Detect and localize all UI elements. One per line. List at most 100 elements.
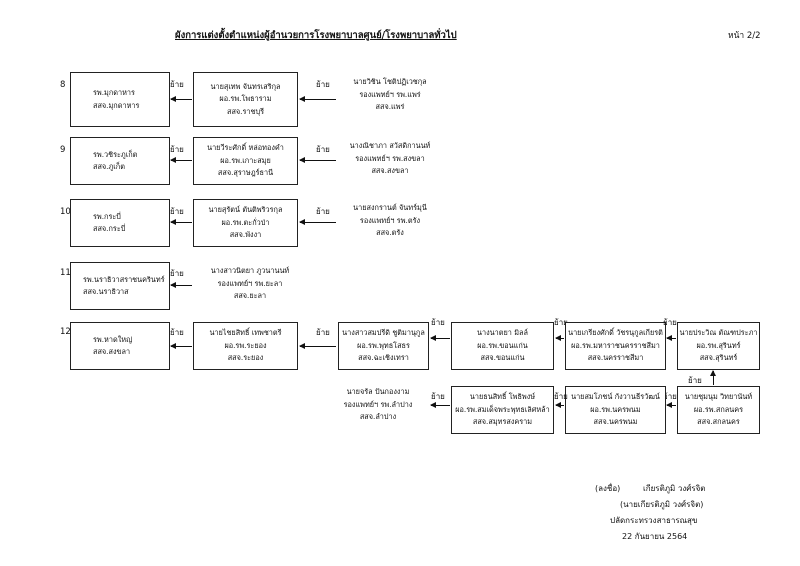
person-office: สสจ.สมุทรสงคราม xyxy=(472,417,533,427)
hospital-name: รพ.หาดใหญ่ xyxy=(93,334,133,344)
hospital-name: รพ.วชิระภูเก็ต xyxy=(93,149,138,159)
target-hospital-box: รพ.วชิระภูเก็ต สสจ.ภูเก็ต xyxy=(70,137,170,185)
person-position: ผอ.รพ.ระยอง xyxy=(224,340,267,350)
province-office: สสจ.กระบี่ xyxy=(93,224,126,233)
signatory-full-name: (นายเกียรติภูมิ วงศ์รจิต) xyxy=(620,500,704,509)
person-position: ผอ.รพ.ตะกั่วป่า xyxy=(221,217,270,227)
person-position: ผอ.รพ.พุทธโสธร xyxy=(357,340,410,350)
move-label: ย้าย xyxy=(170,269,184,278)
move-label: ย้าย xyxy=(663,318,677,327)
arrow-left xyxy=(170,343,192,349)
province-office: สสจ.สงขลา xyxy=(93,347,131,356)
person-name: นางสาวสมปรีดิ ชูติมานุกูล xyxy=(342,328,425,338)
person-name: นายจรัล ปันกองงาม xyxy=(346,387,410,396)
row-number: 11 xyxy=(60,268,71,278)
page-number: หน้า 2/2 xyxy=(728,31,761,41)
move-label: ย้าย xyxy=(170,207,184,216)
person-box: นายสุรัตน์ ตันติพริวรกุล ผอ.รพ.ตะกั่วป่า… xyxy=(193,199,298,247)
move-label: ย้าย xyxy=(170,328,184,337)
arrow-left xyxy=(170,96,192,102)
row-number: 12 xyxy=(60,327,71,337)
move-label: ย้าย xyxy=(170,145,184,154)
person-office: สสจ.ขอนแก่น xyxy=(480,353,525,363)
move-label: ย้าย xyxy=(316,80,330,89)
person-office: สสจ.สกลนคร xyxy=(697,417,740,427)
arrow-left xyxy=(666,335,676,341)
province-office: สสจ.ภูเก็ต xyxy=(93,162,125,171)
move-label: ย้าย xyxy=(554,392,568,401)
person-position: ผอ.รพ.สกลนคร xyxy=(693,404,744,414)
signed-label: (ลงชื่อ) xyxy=(595,484,621,493)
arrow-left xyxy=(299,219,336,225)
person-position: ผอ.รพ.สมเด็จพระพุทธเลิศหล้า xyxy=(455,404,550,414)
move-label: ย้าย xyxy=(316,328,330,337)
person-box: นางสาวสมปรีดิ ชูติมานุกูล ผอ.รพ.พุทธโสธร… xyxy=(338,322,429,370)
arrow-left xyxy=(299,96,336,102)
signed-date: 22 กันยายน 2564 xyxy=(622,532,688,541)
person-name: นายธนสิทธิ์ โพธิพงษ์ xyxy=(469,392,536,402)
signed-name: เกียรติภูมิ วงศ์รจิต xyxy=(643,484,706,493)
person-name: นางณิชาภา สวัสดิกานนท์ xyxy=(349,141,431,150)
person-position: ผอ.รพ.นครพนม xyxy=(590,404,641,414)
person-position: ผอ.รพ.สุรินทร์ xyxy=(696,340,741,350)
person-box: นายชุมนุม วิทยานันท์ ผอ.รพ.สกลนคร สสจ.สก… xyxy=(677,386,760,434)
person-entry: นายวิชิน โชติปฏิเวชกุล รองแพทย์ฯ รพ.แพร่… xyxy=(330,76,450,114)
person-office: สสจ.แพร่ xyxy=(375,102,405,111)
move-label: ย้าย xyxy=(554,318,568,327)
person-box: นายประวิณ ตัณฑประภา ผอ.รพ.สุรินทร์ สสจ.ส… xyxy=(677,322,760,370)
person-office: สสจ.ฉะเชิงเทรา xyxy=(358,353,409,363)
person-office: สสจ.สุราษฎร์ธานี xyxy=(217,168,274,178)
person-office: สสจ.ราชบุรี xyxy=(226,106,265,116)
person-name: นายวีระศักดิ์ หล่อทองคำ xyxy=(207,143,284,153)
arrow-left xyxy=(430,335,450,341)
hospital-name: รพ.นราธิวาสราชนครินทร์ xyxy=(83,274,165,284)
arrow-left xyxy=(170,157,192,163)
person-box: นายสุเทพ จันทรเสริกุล ผอ.รพ.โพธาราม สสจ.… xyxy=(193,72,298,127)
person-entry: นางณิชาภา สวัสดิกานนท์ รองแพทย์ฯ รพ.สงขล… xyxy=(330,140,450,178)
person-entry: นายสงกรานต์ จันทร์มุนี รองแพทย์ฯ รพ.ตรัง… xyxy=(330,202,450,240)
person-name: นายสุรัตน์ ตันติพริวรกุล xyxy=(208,205,283,215)
target-hospital-box: รพ.นราธิวาสราชนครินทร์ สสจ.นราธิวาส xyxy=(70,262,170,310)
move-label: ย้าย xyxy=(431,392,445,401)
move-label: ย้าย xyxy=(431,318,445,327)
signatory-position: ปลัดกระทรวงสาธารณสุข xyxy=(610,516,698,525)
hospital-name: รพ.กระบี่ xyxy=(93,211,121,221)
person-box: นางนาตยา มิลล์ ผอ.รพ.ขอนแก่น สสจ.ขอนแก่น xyxy=(451,322,554,370)
person-office: สสจ.ยะลา xyxy=(233,291,267,300)
person-office: สสจ.ลำปาง xyxy=(359,412,397,421)
arrow-left xyxy=(666,402,676,408)
person-position: ผอ.รพ.มหาราชนครราชสีมา xyxy=(571,340,660,350)
arrow-left xyxy=(299,157,336,163)
page-title: ผังการแต่งตั้งตำแหน่งผู้อำนวยการโรงพยาบา… xyxy=(175,30,457,41)
person-box: นายเกรียงศักดิ์ วัชรนุกูลเกียรติ ผอ.รพ.ม… xyxy=(565,322,666,370)
person-name: นายชุมนุม วิทยานันท์ xyxy=(684,392,753,402)
arrow-left xyxy=(555,402,564,408)
person-position: ผอ.รพ.โพธาราม xyxy=(219,94,272,104)
row-number: 10 xyxy=(60,207,71,217)
person-name: นางนาตยา มิลล์ xyxy=(477,328,528,338)
person-box: นายวีระศักดิ์ หล่อทองคำ ผอ.รพ.เกาะสมุย ส… xyxy=(193,137,298,185)
person-box: นายสมโภชน์ กังวานธีรวัฒน์ ผอ.รพ.นครพนม ส… xyxy=(565,386,666,434)
target-hospital-box: รพ.มุกดาหาร สสจ.มุกดาหาร xyxy=(70,72,170,127)
arrow-up xyxy=(710,370,716,385)
province-office: สสจ.นราธิวาส xyxy=(83,287,129,296)
person-box: นายไชยสิทธิ์ เทพชาตรี ผอ.รพ.ระยอง สสจ.ระ… xyxy=(193,322,298,370)
person-office: สสจ.พังงา xyxy=(229,230,262,240)
arrow-left xyxy=(170,282,192,288)
person-office: สสจ.สุรินทร์ xyxy=(699,353,738,363)
person-position: รองแพทย์ฯ รพ.ตรัง xyxy=(359,215,421,225)
hospital-name: รพ.มุกดาหาร xyxy=(93,88,135,97)
target-hospital-box: รพ.กระบี่ สสจ.กระบี่ xyxy=(70,199,170,247)
person-name: นางสาวนิตยา ภูวนานนท์ xyxy=(210,266,290,275)
row-number: 9 xyxy=(60,145,66,155)
person-position: รองแพทย์ฯ รพ.ลำปาง xyxy=(343,399,413,409)
province-office: สสจ.มุกดาหาร xyxy=(93,100,140,110)
person-name: นายสุเทพ จันทรเสริกุล xyxy=(210,81,281,91)
person-position: ผอ.รพ.เกาะสมุย xyxy=(220,155,271,165)
row-number: 8 xyxy=(60,80,66,90)
person-name: นายไชยสิทธิ์ เทพชาตรี xyxy=(209,328,282,338)
person-entry: นายจรัล ปันกองงาม รองแพทย์ฯ รพ.ลำปาง สสจ… xyxy=(318,386,438,424)
person-office: สสจ.นครราชสีมา xyxy=(587,353,644,363)
target-hospital-box: รพ.หาดใหญ่ สสจ.สงขลา xyxy=(70,322,170,370)
person-name: นายสงกรานต์ จันทร์มุนี xyxy=(353,203,427,212)
